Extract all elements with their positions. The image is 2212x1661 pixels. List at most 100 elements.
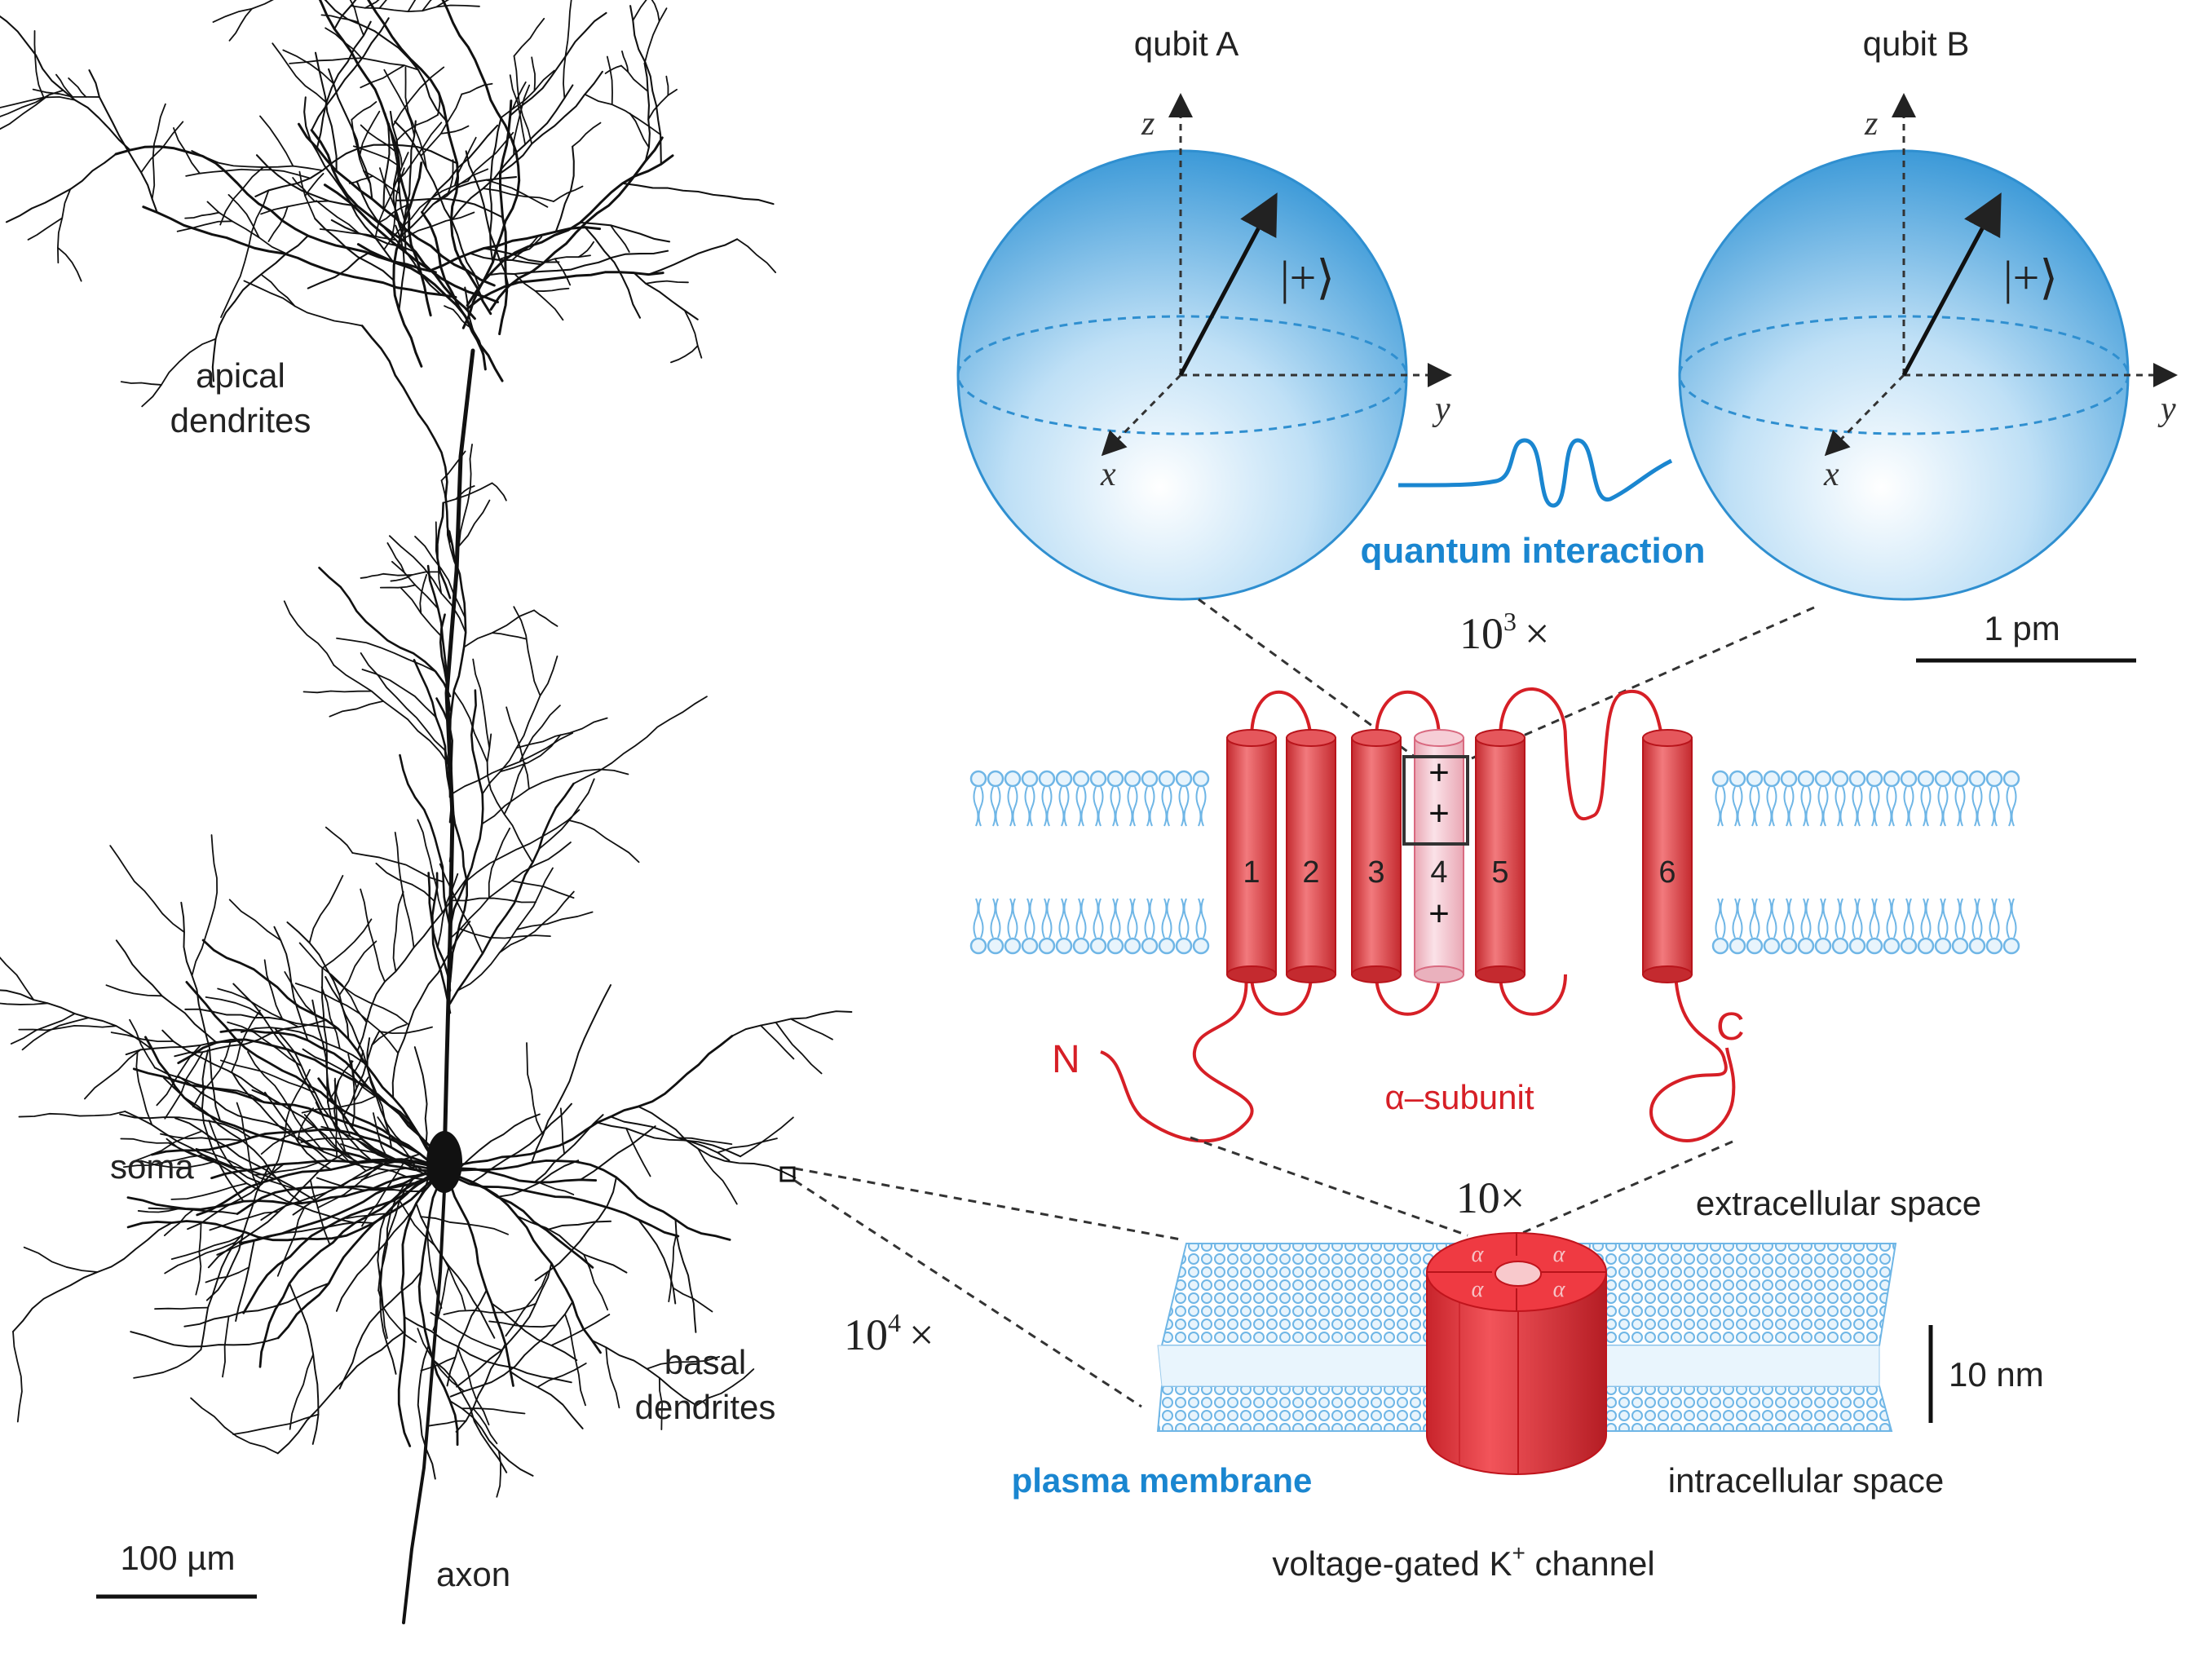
dendrite-branch <box>637 1218 677 1305</box>
extracellular-space-label: extracellular space <box>1696 1184 1981 1222</box>
dendrite-branch <box>324 0 448 122</box>
dendrite-branch <box>421 210 504 382</box>
dendrite-branch <box>133 1130 203 1162</box>
dendrite-branch <box>120 381 162 386</box>
dendrite-branch <box>497 1160 580 1198</box>
qubit-b-x-label: x <box>1823 456 1839 493</box>
dendrite-branch <box>311 17 390 131</box>
dendrite-branch <box>499 734 562 773</box>
dendrite-branch <box>201 939 446 1172</box>
dendrite-branch <box>449 1301 574 1398</box>
dendrite-branch <box>289 1354 315 1430</box>
helix-2: 2 <box>1286 729 1336 983</box>
zoom-factor-subunit: 10× <box>1456 1173 1525 1222</box>
dendrite-branch <box>417 819 444 914</box>
dendrite-branch <box>272 42 328 104</box>
dendrite-branch <box>18 1111 126 1118</box>
dendrite-branch <box>259 115 294 167</box>
dendrite-branch <box>333 664 449 766</box>
dendrite-branch <box>387 122 406 223</box>
dendrite-branch <box>486 733 534 864</box>
dendrite-branch <box>536 1363 587 1389</box>
dendrite-branch <box>325 27 363 60</box>
dendrite-branch <box>338 1270 422 1389</box>
dendrite-branch <box>163 1208 194 1237</box>
dendrite-branch <box>391 167 405 240</box>
dendrite-branch <box>207 1151 347 1269</box>
dendrite-branch <box>298 122 496 287</box>
dendrite-branch <box>428 226 602 272</box>
dendrite-branch <box>360 64 405 89</box>
dendrite-branch <box>382 571 441 576</box>
dendrite-branch <box>302 690 373 694</box>
dendrite-branch <box>329 700 384 718</box>
dendrite-branch <box>665 75 669 96</box>
dendrite-branch <box>513 606 541 696</box>
qubit-b-state-label: |+⟩ <box>2003 251 2058 304</box>
qubit-a-bloch-sphere: qubit A z y x |+⟩ <box>956 24 1452 601</box>
dendrite-branch <box>297 1107 315 1142</box>
dendrite-branch <box>133 1349 202 1379</box>
dendrite-branch <box>178 1076 294 1133</box>
dendrite-branch <box>559 1107 566 1155</box>
dendrite-branch <box>338 940 377 996</box>
dendrite-branch <box>382 1305 417 1343</box>
dendrite-branch <box>441 0 521 329</box>
dendrite-branch <box>132 1067 446 1172</box>
dendrite-branch <box>564 1313 586 1407</box>
dendrite-branch <box>683 309 703 359</box>
dendrite-branch <box>360 888 386 983</box>
dendrite-branch <box>328 68 373 201</box>
qubit-scale-label: 1 pm <box>1984 609 2060 647</box>
dendrite-branch <box>351 1049 364 1076</box>
dendrite-branch <box>364 0 380 9</box>
dendrite-branch <box>205 1164 271 1301</box>
dendrite-branch <box>211 235 309 382</box>
dendrite-branch <box>625 1127 651 1177</box>
dendrite-branch <box>481 655 559 795</box>
dendrite-branch <box>731 1010 853 1037</box>
dendrite-branch <box>488 827 511 899</box>
dendrite-branch <box>301 1095 377 1114</box>
dendrite-branch <box>164 1051 204 1120</box>
dendrite-branch <box>174 1018 327 1058</box>
dendrite-branch <box>129 1018 156 1069</box>
dendrite-branch <box>174 1117 318 1203</box>
charge-plus-3: + <box>1428 894 1450 934</box>
dendrite-branch <box>567 819 640 864</box>
qubit-b-label: qubit B <box>1863 24 1970 63</box>
dendrite-branch <box>658 1376 663 1431</box>
dendrite-branch <box>294 983 400 1054</box>
dendrite-branch <box>620 64 649 92</box>
dendrite-branch <box>443 1167 598 1184</box>
dendrite-branch <box>443 1035 734 1172</box>
dendrite-branch <box>347 1053 358 1089</box>
dendrite-branch <box>391 134 403 168</box>
dendrite-branch <box>633 272 699 320</box>
dendrite-branch <box>18 1024 117 1031</box>
dendrite-branch <box>333 0 357 30</box>
dendrite-branch <box>414 536 466 619</box>
dendrite-branch <box>511 81 527 110</box>
dendrite-branch <box>163 1077 303 1204</box>
dendrite-branch <box>255 154 359 207</box>
dendrite-branch <box>205 1266 250 1283</box>
dendrite-branch <box>515 911 594 930</box>
dendrite-branch <box>583 1253 609 1311</box>
dendrite-branch <box>542 254 591 263</box>
s4-highlight-box <box>1402 755 1469 846</box>
dendrite-branch <box>184 211 220 219</box>
helix-label-2: 2 <box>1302 855 1319 890</box>
dendrite-branch <box>141 338 217 408</box>
dendrite-branch <box>222 1315 230 1378</box>
dendrite-branch <box>446 1289 488 1387</box>
dendrite-branch <box>360 572 385 579</box>
helix-label-3: 3 <box>1367 855 1384 890</box>
dendrite-branch <box>0 956 35 1001</box>
dendrite-branch <box>400 587 444 638</box>
dendrite-branch <box>206 201 287 254</box>
dendrite-branch <box>509 11 607 117</box>
dendrite-branch <box>420 93 463 157</box>
helix-label-4: 4 <box>1430 855 1447 890</box>
dendrite-branch <box>449 842 572 940</box>
